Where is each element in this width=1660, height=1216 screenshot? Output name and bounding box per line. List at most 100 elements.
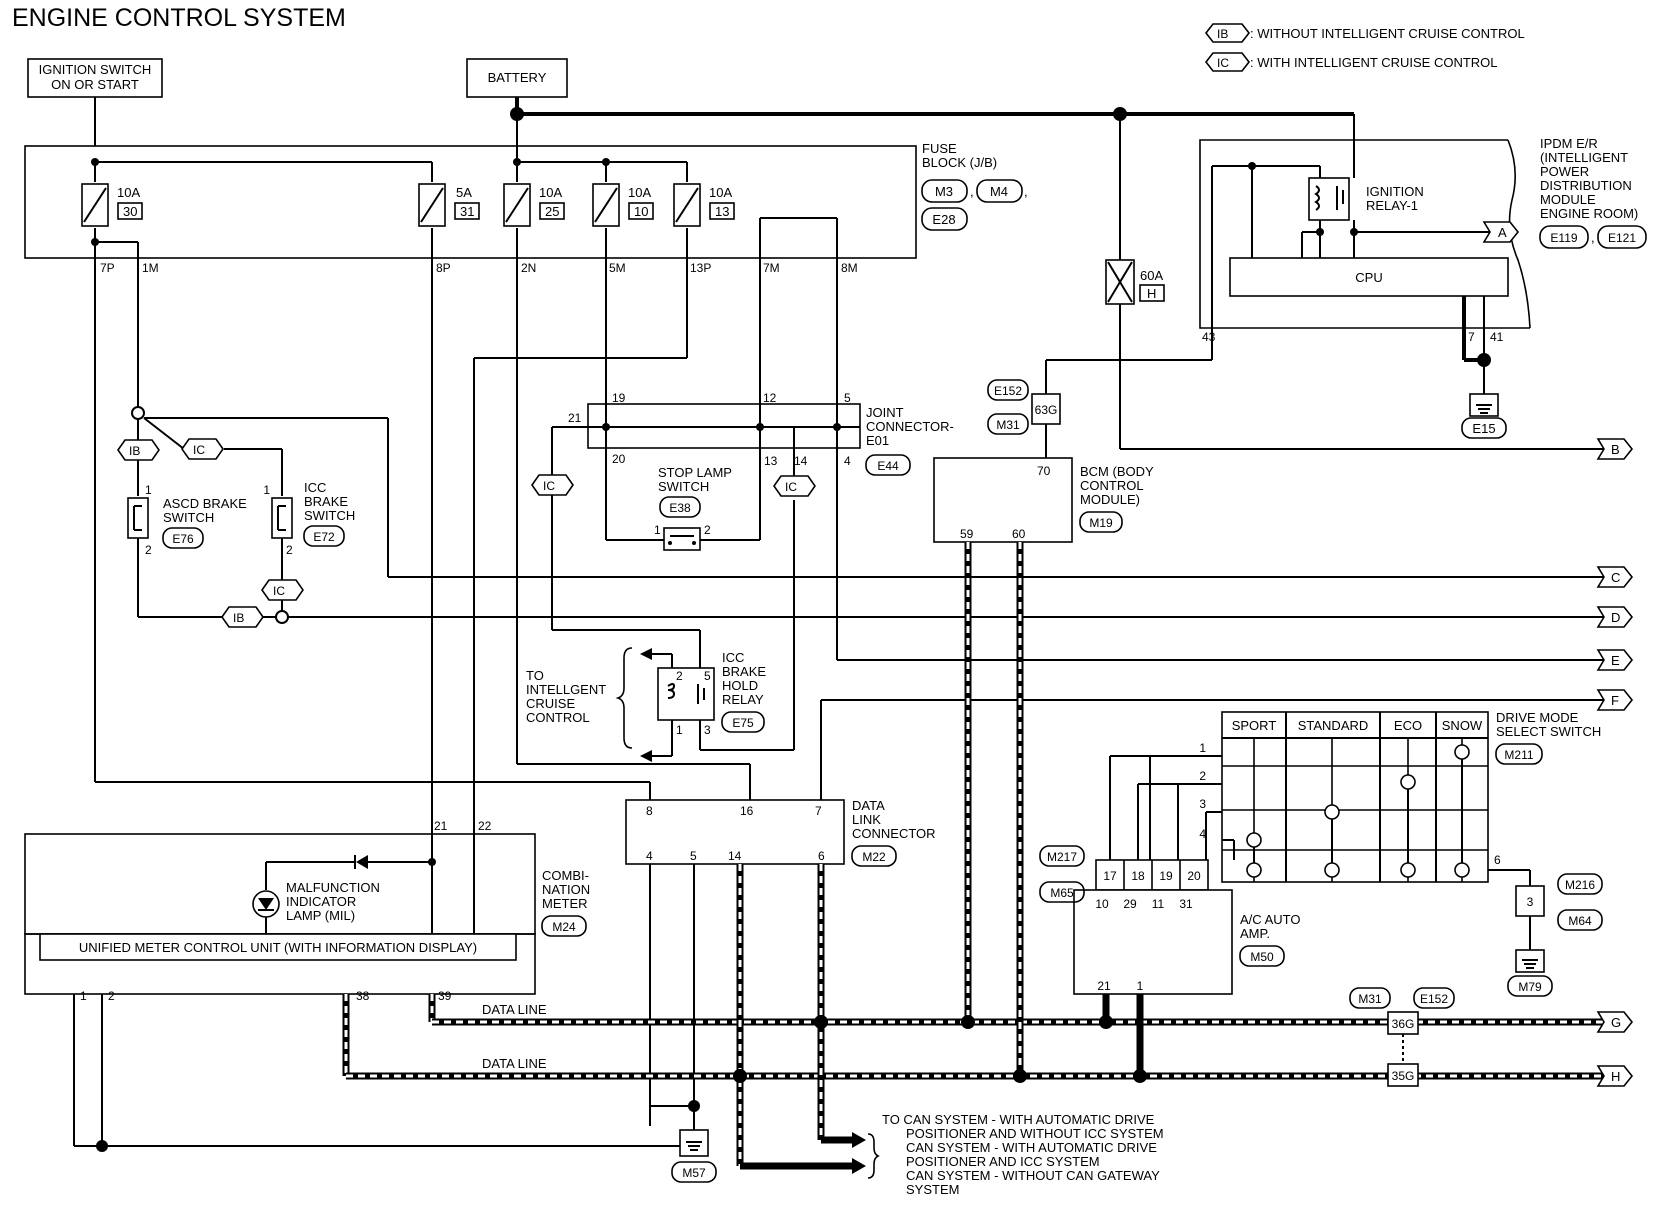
fuse-10: 10A 10 xyxy=(592,183,654,227)
svg-text:43: 43 xyxy=(1202,330,1216,344)
svg-text:METER: METER xyxy=(542,896,588,911)
arrow-c: C xyxy=(1596,566,1634,588)
svg-text:DATA LINE: DATA LINE xyxy=(482,1002,547,1017)
svg-text:STOP LAMP: STOP LAMP xyxy=(658,465,732,480)
svg-text:M211: M211 xyxy=(1504,748,1533,762)
svg-text:2: 2 xyxy=(108,989,115,1003)
svg-text:11: 11 xyxy=(1152,897,1165,911)
bcm-wiring: 63G E152 M31 xyxy=(987,359,1212,458)
drive-mode-select-switch: SPORT STANDARD ECO SNOW 1 2 3 4 6 DRIVE … xyxy=(1199,710,1601,883)
svg-text:2: 2 xyxy=(676,669,683,683)
svg-text:DRIVE MODE: DRIVE MODE xyxy=(1496,710,1579,725)
svg-text:63G: 63G xyxy=(1035,403,1058,417)
svg-text:CONTROL: CONTROL xyxy=(526,710,590,725)
svg-text:JOINT: JOINT xyxy=(866,405,904,420)
svg-text:AMP.: AMP. xyxy=(1240,926,1270,941)
svg-text:20: 20 xyxy=(1187,869,1201,883)
svg-text:INDICATOR: INDICATOR xyxy=(286,894,356,909)
svg-text:5: 5 xyxy=(704,669,711,683)
svg-text:M31: M31 xyxy=(996,418,1020,432)
svg-text:SWITCH: SWITCH xyxy=(304,508,355,523)
svg-text:CAN SYSTEM - WITHOUT CAN GATEW: CAN SYSTEM - WITHOUT CAN GATEWAY xyxy=(906,1168,1160,1183)
svg-text:E44: E44 xyxy=(877,459,899,473)
combination-meter: 21 22 MALFUNCTION INDICATOR LAMP (MIL) U… xyxy=(24,819,590,1003)
svg-text:M57: M57 xyxy=(682,1166,706,1180)
svg-text:,: , xyxy=(1024,184,1028,199)
svg-text:13: 13 xyxy=(715,204,729,219)
svg-text:,: , xyxy=(970,184,974,199)
svg-text:1: 1 xyxy=(1137,979,1144,993)
svg-text:8M: 8M xyxy=(841,261,858,275)
svg-text:COMBI-: COMBI- xyxy=(542,868,589,883)
svg-text:ENGINE ROOM): ENGINE ROOM) xyxy=(1540,206,1638,221)
svg-text:BRAKE: BRAKE xyxy=(722,664,766,679)
svg-text:36G: 36G xyxy=(1392,1017,1415,1031)
svg-text:SPORT: SPORT xyxy=(1232,718,1277,733)
svg-text:8P: 8P xyxy=(436,261,451,275)
svg-text:D: D xyxy=(1611,610,1620,625)
svg-text:5M: 5M xyxy=(609,261,626,275)
svg-text:E152: E152 xyxy=(994,384,1022,398)
battery-bus xyxy=(94,97,1355,290)
svg-text:2: 2 xyxy=(286,543,293,557)
fuse-block xyxy=(24,145,917,262)
wire-e: E xyxy=(837,649,1634,671)
svg-text:19: 19 xyxy=(1159,869,1173,883)
svg-text:17: 17 xyxy=(1103,869,1117,883)
fuse-60a: 60A H xyxy=(1105,259,1604,450)
svg-text:POSITIONER AND WITHOUT ICC SYS: POSITIONER AND WITHOUT ICC SYSTEM xyxy=(906,1126,1164,1141)
svg-text:5A: 5A xyxy=(456,185,472,200)
fuse-31: 5A 31 xyxy=(418,183,480,227)
svg-text:M217: M217 xyxy=(1047,850,1077,864)
svg-text:ECO: ECO xyxy=(1394,718,1422,733)
svg-text:IC: IC xyxy=(193,443,205,457)
svg-text:21: 21 xyxy=(1097,979,1111,993)
svg-text:22: 22 xyxy=(478,819,492,833)
svg-text:ASCD BRAKE: ASCD BRAKE xyxy=(163,496,247,511)
can-connectors: M31 E152 36G 35G xyxy=(1349,987,1455,1087)
svg-text:IPDM E/R: IPDM E/R xyxy=(1540,136,1598,151)
svg-text:12: 12 xyxy=(763,391,777,405)
svg-text:IB: IB xyxy=(129,444,140,458)
svg-text:29: 29 xyxy=(1123,897,1137,911)
svg-text:M50: M50 xyxy=(1250,950,1274,964)
svg-text:7: 7 xyxy=(1468,330,1475,344)
svg-text:1M: 1M xyxy=(142,261,159,275)
svg-text:16: 16 xyxy=(740,804,754,818)
ascd-brake-switch: 1 2 ASCD BRAKE SWITCH E76 xyxy=(127,483,247,617)
svg-text:MODULE): MODULE) xyxy=(1080,492,1140,507)
svg-text:M216: M216 xyxy=(1565,878,1595,892)
bcm: 70 59 60 BCM (BODY CONTROL MODULE) M19 xyxy=(933,457,1154,543)
svg-text:4: 4 xyxy=(646,849,653,863)
svg-text:1: 1 xyxy=(654,523,661,537)
svg-text:39: 39 xyxy=(438,989,452,1003)
svg-text:18: 18 xyxy=(1131,869,1145,883)
svg-text:SELECT SWITCH: SELECT SWITCH xyxy=(1496,724,1601,739)
svg-text:5: 5 xyxy=(844,391,851,405)
fuse-block-pins: 7P 1M 8P 2N 5M 13P 7M 8M xyxy=(100,261,858,275)
svg-text:3: 3 xyxy=(1199,797,1206,811)
fuse-13: 10A 13 xyxy=(673,183,735,227)
svg-text:2: 2 xyxy=(704,523,711,537)
tag-ic-4: IC xyxy=(773,475,816,497)
svg-text:38: 38 xyxy=(356,989,370,1003)
svg-text:H: H xyxy=(1147,286,1156,301)
svg-text:4: 4 xyxy=(844,454,851,468)
svg-text:59: 59 xyxy=(960,527,974,541)
svg-text:CPU: CPU xyxy=(1355,270,1382,285)
svg-text:SYSTEM: SYSTEM xyxy=(906,1182,959,1197)
wire-7p xyxy=(94,258,651,800)
svg-text:HOLD: HOLD xyxy=(722,678,758,693)
svg-text:E75: E75 xyxy=(732,716,754,730)
wire-f: F xyxy=(820,689,1634,800)
icc-brake-hold-relay: 2 5 1 3 ICC BRAKE HOLD RELAY E75 xyxy=(640,648,766,762)
fuse-30: 10A 30 xyxy=(81,183,143,227)
svg-text:,: , xyxy=(1591,230,1595,245)
svg-text:CONNECTOR: CONNECTOR xyxy=(852,826,936,841)
svg-text:13P: 13P xyxy=(690,261,711,275)
svg-text:(INTELLIGENT: (INTELLIGENT xyxy=(1540,150,1628,165)
to-can-system-label: TO CAN SYSTEM - WITH AUTOMATIC DRIVE POS… xyxy=(867,1112,1164,1197)
svg-text:FUSE: FUSE xyxy=(922,141,957,156)
svg-text:1: 1 xyxy=(676,723,683,737)
svg-text:31: 31 xyxy=(460,204,474,219)
